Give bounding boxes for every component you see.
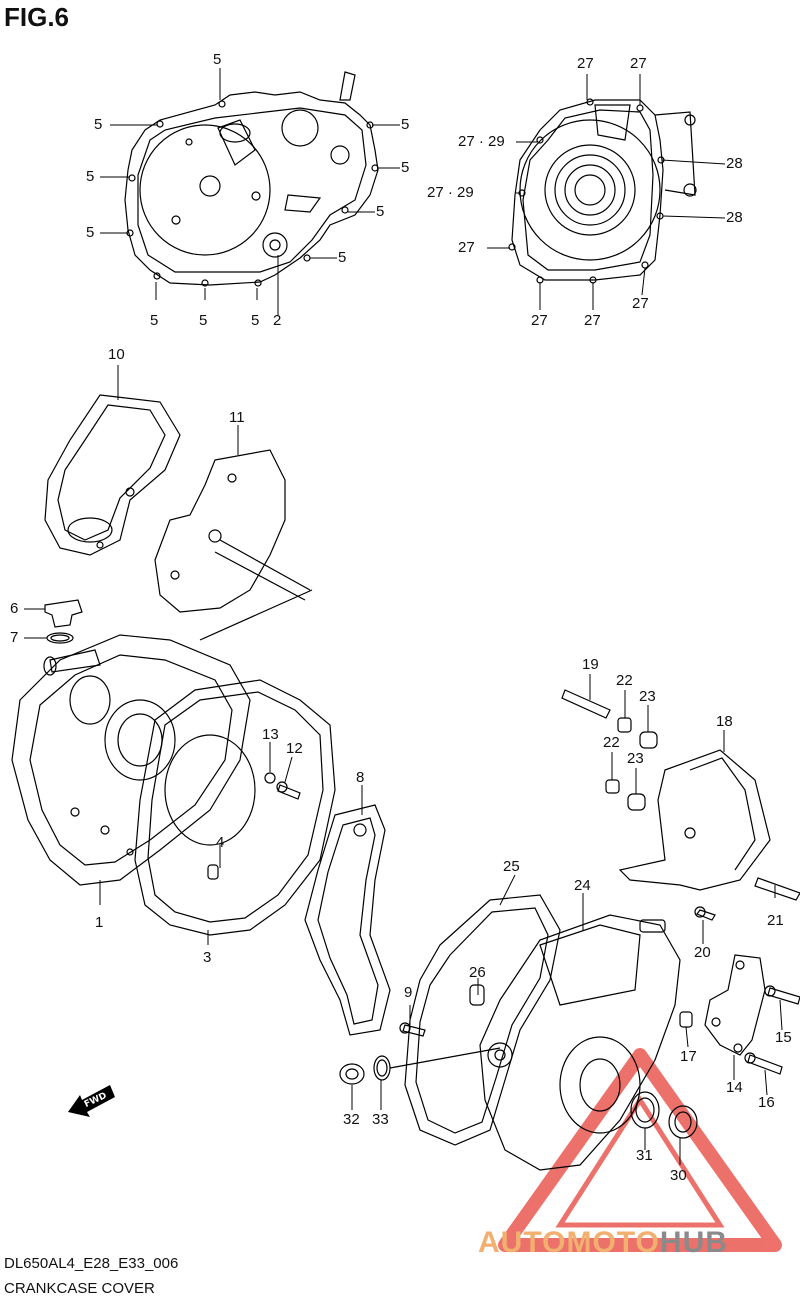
callout-5-j: 5 [376,203,385,220]
callout-27-f: 27 [632,295,649,312]
small-cover-gasket [304,804,391,1036]
oil-filler-cap [44,599,83,644]
callout-23-b: 23 [627,750,644,767]
callout-23-a: 23 [639,688,656,705]
callout-5-g: 5 [251,312,260,329]
clutch-shield-plate [44,394,181,556]
watermark-logo: AUTOMOTOHUB [478,1226,728,1260]
callout-3: 3 [203,949,212,966]
callout-6: 6 [10,600,19,617]
callout-22-a: 22 [616,672,633,689]
side-bracket [704,954,766,1056]
clutch-cover-plate [154,449,311,613]
callout-4: 4 [216,834,225,851]
watermark-part-1: AUTOMOTO [478,1226,660,1259]
callout-7: 7 [10,629,19,646]
generator-cover-gasket-outline [508,98,697,284]
callout-13: 13 [262,726,279,743]
callout-1: 1 [95,914,104,931]
callout-12: 12 [286,740,303,757]
diagram-code: DL650AL4_E28_E33_006 [4,1255,179,1272]
callout-27-29-a: 27 · 29 [458,133,505,150]
forward-direction-arrow: FWD [68,1085,115,1117]
callout-5-c: 5 [86,168,95,185]
crankcase-gasket-outline [134,679,336,936]
callout-5-k: 5 [338,249,347,266]
callout-21: 21 [767,912,784,929]
callout-27-29-b: 27 · 29 [427,184,474,201]
watermark-part-2: HUB [659,1226,728,1259]
callout-15: 15 [775,1029,792,1046]
clutch-cover-gasket-outline [124,71,379,287]
callout-14: 14 [726,1079,743,1096]
callout-19: 19 [582,656,599,673]
callout-20: 20 [694,944,711,961]
callout-27-c: 27 [458,239,475,256]
sprocket-cover-bracket [618,749,771,891]
callout-11: 11 [229,409,245,426]
callout-32: 32 [343,1111,360,1128]
callout-16: 16 [758,1094,775,1111]
callout-17: 17 [680,1048,697,1065]
callout-27-a: 27 [577,55,594,72]
callout-5-a: 5 [213,51,222,68]
callout-30: 30 [670,1167,687,1184]
callout-28-b: 28 [726,209,743,226]
callout-33: 33 [372,1111,389,1128]
callout-28-a: 28 [726,155,743,172]
callout-5-d: 5 [86,224,95,241]
diagram-title: CRANKCASE COVER [4,1280,155,1297]
callout-27-d: 27 [531,312,548,329]
generator-cover-gasket [404,894,561,1146]
callout-2: 2 [273,312,282,329]
callout-18: 18 [716,713,733,730]
crankcase-cover-main [11,634,251,886]
callout-10: 10 [108,346,125,363]
callout-31: 31 [636,1147,653,1164]
callout-5-f: 5 [199,312,208,329]
callout-5-b: 5 [94,116,103,133]
callout-26: 26 [469,964,486,981]
callout-22-b: 22 [603,734,620,751]
callout-9: 9 [404,984,413,1001]
callout-27-e: 27 [584,312,601,329]
callout-24: 24 [574,877,591,894]
callout-5-h: 5 [401,116,410,133]
figure-title: FIG.6 [4,2,70,32]
callout-27-b: 27 [630,55,647,72]
leader-line [199,589,313,641]
callout-leaders [24,68,783,1165]
callout-5-i: 5 [401,159,410,176]
callout-8: 8 [356,769,365,786]
small-parts [264,689,800,1139]
callout-5-e: 5 [150,312,159,329]
callout-25: 25 [503,858,520,875]
generator-cover [479,914,681,1171]
